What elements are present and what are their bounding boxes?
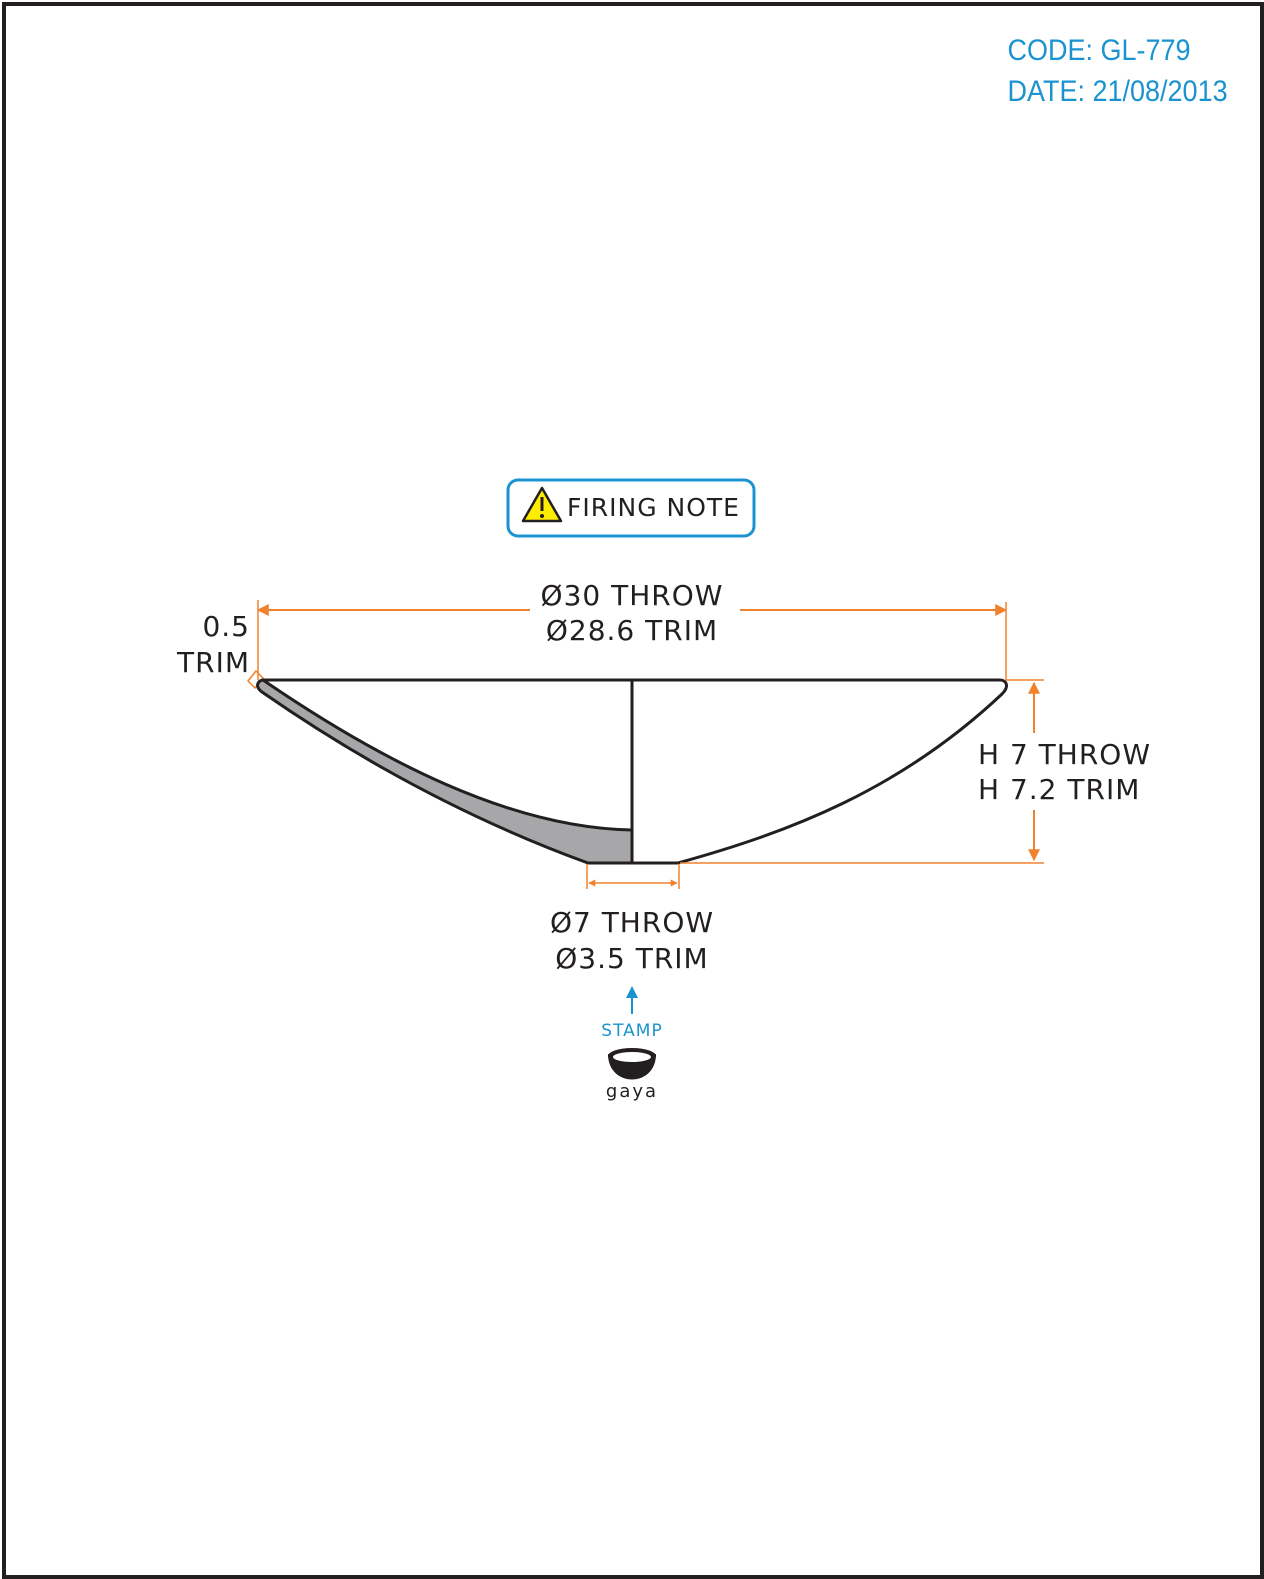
bowl-profile bbox=[256, 678, 1008, 865]
brand-label: gaya bbox=[606, 1081, 658, 1102]
rim-trim-value: 0.5 bbox=[202, 610, 250, 643]
height-dimension: H 7 THROW H 7.2 TRIM bbox=[680, 679, 1151, 864]
title-block: CODE: GL-779 DATE: 21/08/2013 bbox=[1008, 30, 1228, 112]
rim-trim-dimension: 0.5 TRIM bbox=[176, 610, 265, 690]
firing-note-label: FIRING NOTE bbox=[567, 493, 740, 522]
base-throw-label: Ø7 THROW bbox=[550, 906, 714, 939]
base-dimension: Ø7 THROW Ø3.5 TRIM bbox=[550, 864, 714, 975]
up-arrow-icon bbox=[626, 986, 638, 998]
diameter-dimension: Ø30 THROW Ø28.6 TRIM bbox=[256, 579, 1008, 680]
rim-trim-label: TRIM bbox=[176, 646, 250, 679]
date-label: DATE: 21/08/2013 bbox=[1007, 75, 1228, 108]
stamp-label: STAMP bbox=[601, 1021, 662, 1041]
stamp-callout: STAMP gaya bbox=[601, 986, 662, 1102]
code-label: CODE: GL-779 bbox=[1007, 34, 1191, 67]
height-trim-label: H 7.2 TRIM bbox=[978, 773, 1140, 806]
height-throw-label: H 7 THROW bbox=[978, 738, 1151, 771]
base-trim-label: Ø3.5 TRIM bbox=[555, 942, 708, 975]
diameter-throw-label: Ø30 THROW bbox=[541, 579, 724, 612]
warning-triangle-icon bbox=[521, 486, 563, 523]
firing-note-box[interactable]: FIRING NOTE bbox=[506, 478, 756, 538]
bowl-logo-icon bbox=[608, 1048, 656, 1080]
diameter-trim-label: Ø28.6 TRIM bbox=[546, 614, 718, 647]
